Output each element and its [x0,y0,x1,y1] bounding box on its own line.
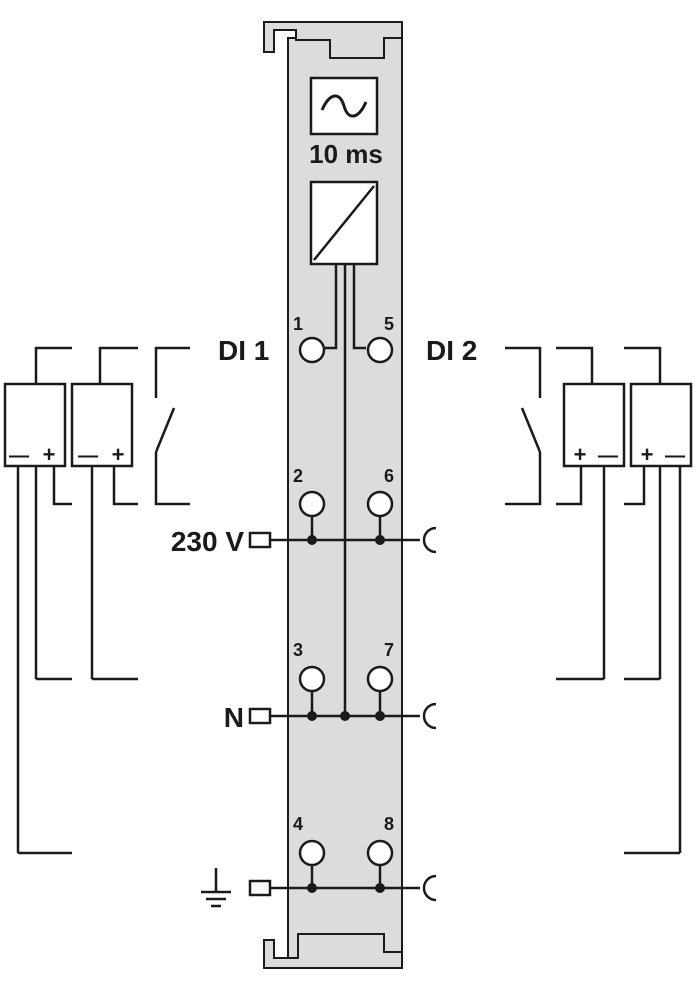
terminal-4-label: 4 [293,814,303,834]
terminal-3 [298,665,326,693]
converter-block [309,180,379,266]
sensor-right-outer-plus: + [641,442,654,467]
internal-wiring [325,264,366,716]
terminal-5 [366,336,394,364]
terminal-7-label: 7 [384,640,394,660]
terminal-2-label: 2 [293,466,303,486]
sensor-left-outer: — + [3,382,67,468]
sensor-left-inner-minus: — [78,445,98,467]
left-external-wiring [16,346,190,855]
sensor-left-inner: — + [70,382,134,468]
terminal-8 [366,839,394,867]
supply-label: 230 V [171,526,244,557]
ac-tilde-icon [320,94,368,118]
supply-rail [248,517,437,554]
sensor-left-inner-plus: + [112,442,125,467]
diagonal-converter-icon [313,185,375,261]
terminal-5-label: 5 [384,314,394,334]
sensor-left-outer-plus: + [43,442,56,467]
sensor-right-outer: + — [629,382,693,468]
terminal-6-label: 6 [384,466,394,486]
terminal-8-label: 8 [384,814,394,834]
sensor-right-outer-minus: — [665,445,685,467]
terminal-1-label: 1 [293,314,303,334]
neutral-rail [248,692,437,730]
neutral-label: N [224,702,244,733]
filter-time-label: 10 ms [309,139,383,169]
terminal-6 [366,490,394,518]
channel-di1-label: DI 1 [218,335,269,366]
sensor-right-inner-plus: + [574,442,587,467]
terminal-7 [366,665,394,693]
sensor-right-inner-minus: — [598,445,618,467]
terminal-1 [298,336,326,364]
terminal-4 [298,839,326,867]
ground-icon [201,868,231,908]
terminal-2 [298,490,326,518]
filter-block [309,76,379,136]
sensor-right-inner: + — [562,382,626,468]
earth-rail [248,866,437,902]
right-external-wiring [505,346,682,855]
channel-di2-label: DI 2 [426,335,477,366]
sensor-left-outer-minus: — [9,445,29,467]
terminal-3-label: 3 [293,640,303,660]
